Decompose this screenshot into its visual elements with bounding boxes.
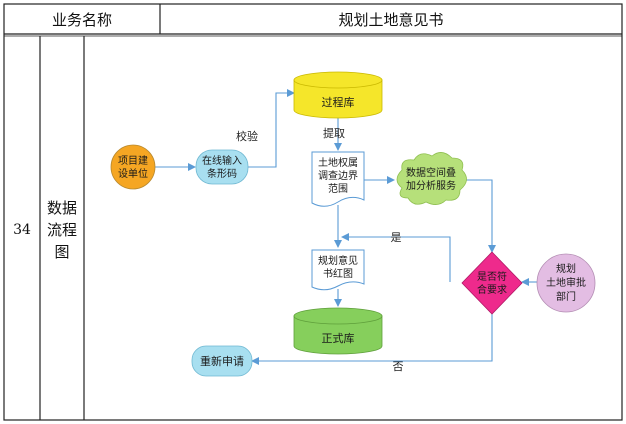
node-label-line: 调查边界 <box>318 169 358 182</box>
node-label-line: 部门 <box>556 290 576 303</box>
node-process-db: 过程库 <box>293 71 383 119</box>
row-label-line: 数据 <box>47 199 77 217</box>
edge-input-to-processdb <box>247 89 295 168</box>
node-label-line: 规划意见 <box>318 254 358 267</box>
spatial-service-cloud <box>396 152 467 205</box>
node-reapply: 重新申请 <box>191 345 253 377</box>
node-approval-dept: 规划 土地审批 部门 <box>536 253 596 313</box>
node-land-survey-doc: 土地权属 调查边界 范围 <box>311 151 365 207</box>
edge-label-verify: 校验 <box>236 129 258 143</box>
node-label-line: 加分析服务 <box>406 179 456 192</box>
reapply-shape <box>191 345 253 377</box>
process-db-shape <box>293 79 383 119</box>
decision-shape <box>461 251 523 315</box>
table-grid <box>3 3 623 421</box>
process-db-top <box>293 71 383 89</box>
node-label-line: 范围 <box>328 182 348 195</box>
row-label: 数据 流程 图 <box>47 199 77 261</box>
node-plan-opinion-doc: 规划意见 书红图 <box>311 249 365 291</box>
edge-label-yes: 是 <box>391 231 402 244</box>
node-decision: 是否符 合要求 <box>461 251 523 315</box>
row-label-line: 图 <box>54 243 69 261</box>
node-label-line: 设单位 <box>118 167 148 180</box>
node-official-db: 正式库 <box>293 307 383 355</box>
node-online-input: 在线输入 条形码 <box>195 149 249 185</box>
node-label-line: 在线输入 <box>202 154 242 167</box>
row-number: 34 <box>13 222 31 238</box>
plan-opinion-doc-shape <box>311 249 365 291</box>
node-label-line: 项目建 <box>118 154 148 167</box>
node-label-line: 书红图 <box>323 267 353 280</box>
node-label-line: 数据空间叠 <box>406 166 456 179</box>
node-label: 重新申请 <box>200 354 244 368</box>
node-label: 过程库 <box>322 96 355 109</box>
land-survey-doc-shape <box>311 151 365 207</box>
node-label-line: 是否符 <box>477 270 507 283</box>
node-label-line: 土地审批 <box>546 276 586 289</box>
row-label-line: 流程 <box>47 221 77 239</box>
header-business-name: 业务名称 <box>52 11 112 29</box>
edge-service-to-decision <box>462 179 496 253</box>
edge-label-extract: 提取 <box>323 127 345 140</box>
edge-decision-no <box>251 314 493 365</box>
edge-decision-yes <box>341 233 451 282</box>
project-unit-shape <box>110 144 156 190</box>
node-label-line: 规划 <box>556 262 576 275</box>
approval-dept-shape <box>536 253 596 313</box>
official-db-top <box>293 307 383 325</box>
node-label-line: 土地权属 <box>318 156 358 169</box>
official-db-shape <box>293 315 383 355</box>
node-label-line: 合要求 <box>477 283 507 296</box>
node-project-unit: 项目建 设单位 <box>110 144 156 190</box>
node-label-line: 条形码 <box>207 167 237 180</box>
edge-label-no: 否 <box>393 360 404 373</box>
node-label: 正式库 <box>322 332 355 345</box>
node-spatial-service: 数据空间叠 加分析服务 <box>396 152 467 205</box>
online-input-shape <box>195 149 249 185</box>
header-document-title: 规划土地意见书 <box>338 11 443 29</box>
